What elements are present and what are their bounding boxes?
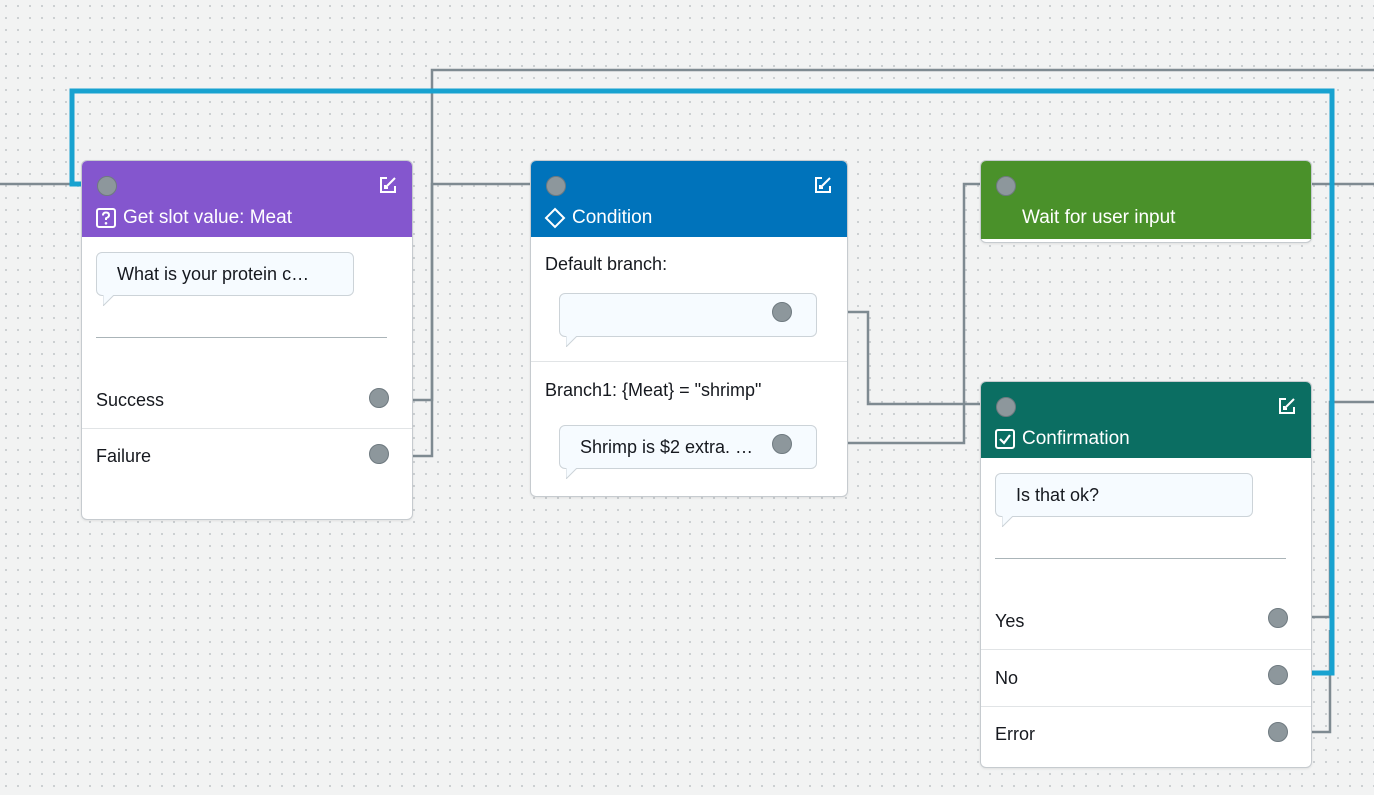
branch-error-label: Error (995, 724, 1035, 744)
prompt-bubble[interactable]: Is that ok? (995, 473, 1253, 527)
input-port[interactable] (996, 176, 1016, 196)
row-divider (981, 706, 1311, 707)
branch-no-label: No (995, 668, 1019, 688)
branch1-port[interactable] (772, 434, 792, 454)
default-branch-port[interactable] (772, 302, 792, 322)
branch1-message: Shrimp is $2 extra. … (580, 436, 754, 457)
node-title: Wait for user input (1022, 207, 1175, 229)
row-divider (981, 649, 1311, 650)
edit-icon[interactable] (378, 175, 398, 195)
prompt-text: Is that ok? (1016, 484, 1100, 505)
edit-icon[interactable] (813, 175, 833, 195)
bubble-tail (1002, 516, 1014, 527)
bubble-tail (566, 468, 578, 479)
failure-port[interactable] (369, 444, 389, 464)
row-divider (82, 428, 412, 429)
confirmation-header[interactable]: Confirmation (981, 382, 1311, 458)
default-branch-label: Default branch: (545, 254, 668, 274)
wait-header[interactable]: Wait for user input (981, 161, 1311, 239)
question-box-icon (96, 208, 116, 228)
wait-title: Wait for user input (1022, 207, 1176, 228)
input-port[interactable] (97, 176, 117, 196)
edit-icon[interactable] (1277, 396, 1297, 416)
success-port[interactable] (369, 388, 389, 408)
error-port[interactable] (1268, 722, 1288, 742)
get-slot-value-header[interactable]: Get slot value: Meat (82, 161, 412, 237)
diamond-icon (544, 207, 566, 229)
prompt-bubble[interactable]: What is your protein c… (96, 252, 354, 306)
yes-port[interactable] (1268, 608, 1288, 628)
confirmation-title: Confirmation (1022, 428, 1130, 449)
branch-failure-label: Failure (96, 446, 152, 466)
bubble-tail (566, 336, 578, 347)
branch-success-label: Success (96, 390, 165, 410)
branch1-label: Branch1: {Meat} = "shrimp" (545, 380, 762, 400)
branch-yes-label: Yes (995, 611, 1025, 631)
confirmation-node[interactable]: Confirmation Is that ok? Yes No Error (980, 381, 1312, 768)
input-port[interactable] (546, 176, 566, 196)
condition-node[interactable]: Condition Default branch: Branch1: {Meat… (530, 160, 848, 497)
wire-no-to-get-slot (69, 88, 1335, 676)
no-port[interactable] (1268, 665, 1288, 685)
wait-for-input-node[interactable]: Wait for user input (980, 160, 1312, 243)
bubble-tail (103, 295, 115, 306)
divider (995, 558, 1286, 559)
node-title: Get slot value: Meat (95, 207, 292, 229)
node-title: Condition (544, 207, 652, 229)
get-slot-value-node[interactable]: Get slot value: Meat What is your protei… (81, 160, 413, 520)
condition-title: Condition (572, 207, 653, 228)
checkbox-icon (995, 429, 1015, 449)
row-divider (531, 361, 847, 362)
divider (96, 337, 387, 338)
get-slot-title: Get slot value: Meat (123, 207, 292, 228)
prompt-text: What is your protein c… (117, 263, 310, 284)
input-port[interactable] (996, 397, 1016, 417)
node-title: Confirmation (994, 428, 1130, 450)
condition-header[interactable]: Condition (531, 161, 847, 237)
